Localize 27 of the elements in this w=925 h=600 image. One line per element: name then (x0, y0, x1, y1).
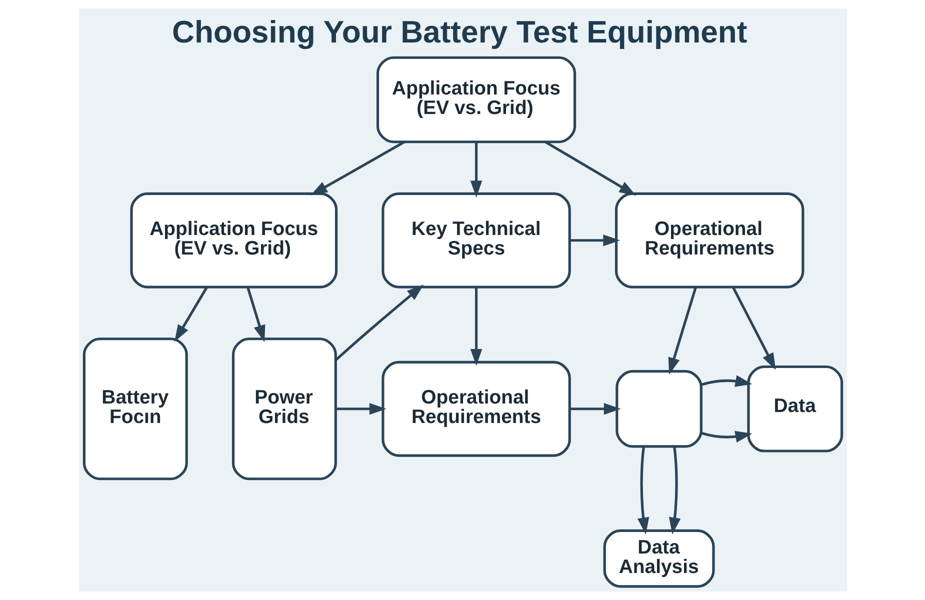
node-box: Data (746, 365, 843, 452)
arrow (569, 402, 620, 415)
node-box: Power Grids (231, 338, 336, 480)
arrow (700, 430, 752, 443)
node-box (615, 370, 702, 448)
arrow (668, 446, 680, 534)
arrow (174, 286, 208, 342)
node-box: Application Focus (EV vs. Grid) (376, 56, 576, 144)
node-box: Key Technical Specs (381, 192, 570, 288)
arrow (246, 287, 265, 342)
arrow (569, 234, 620, 246)
node-box: Application Focus (EV vs. Grid) (130, 192, 338, 288)
diagram-title: Choosing Your Battery Test Equipment (172, 14, 747, 50)
arrow (470, 142, 482, 198)
node-box: Operational Requirements (614, 192, 804, 288)
node-box: Data Analysis (602, 529, 714, 588)
node-box: Operational Requirements (381, 360, 570, 457)
arrow (335, 402, 386, 415)
arrow (334, 284, 424, 361)
arrow (668, 287, 696, 375)
arrow (470, 287, 482, 366)
arrow (732, 286, 776, 370)
node-box: Battery Focın (82, 338, 188, 480)
arrow (636, 446, 649, 534)
arrow (310, 140, 405, 196)
arrow (700, 375, 752, 387)
arrow (544, 140, 636, 196)
